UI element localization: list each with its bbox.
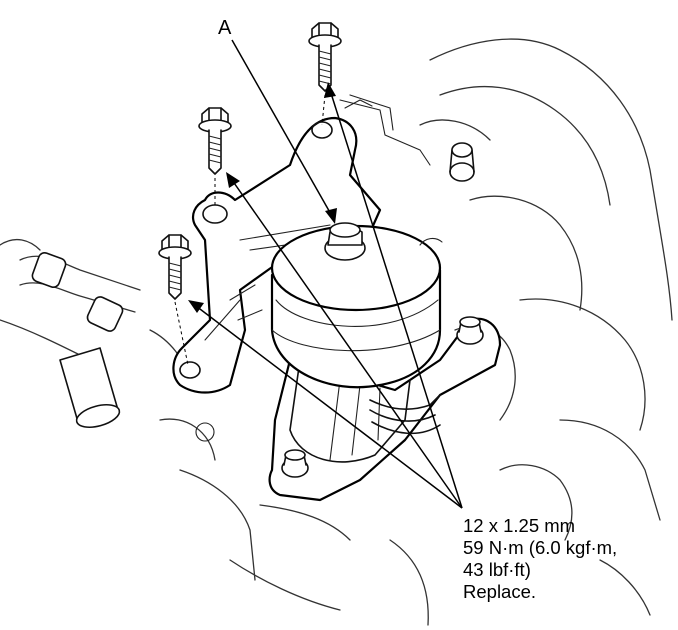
stud-icon xyxy=(449,142,475,182)
alignment-lines xyxy=(174,94,326,366)
flange-nut-lower-icon xyxy=(281,449,309,478)
bolt-size-text: 12 x 1.25 mm xyxy=(463,515,576,536)
flange-bolt-icon xyxy=(308,22,342,92)
engine-mount-icon xyxy=(229,222,502,502)
torque-imperial-text: 43 lbf·ft) xyxy=(463,559,531,580)
replace-instruction-text: Replace. xyxy=(463,581,537,602)
center-bolt-icon xyxy=(324,222,366,261)
flange-nut-right-icon xyxy=(456,316,484,345)
leader-lines xyxy=(188,39,463,509)
callout-label-a: A xyxy=(218,17,232,39)
flange-bolt-icon xyxy=(158,234,192,300)
cylinder-icon xyxy=(59,347,121,429)
torque-metric-text: 59 N·m (6.0 kgf·m, xyxy=(463,537,618,558)
flange-bolt-icon xyxy=(198,107,232,175)
torque-spec-callout: 12 x 1.25 mm 59 N·m (6.0 kgf·m, 43 lbf·f… xyxy=(463,515,617,603)
